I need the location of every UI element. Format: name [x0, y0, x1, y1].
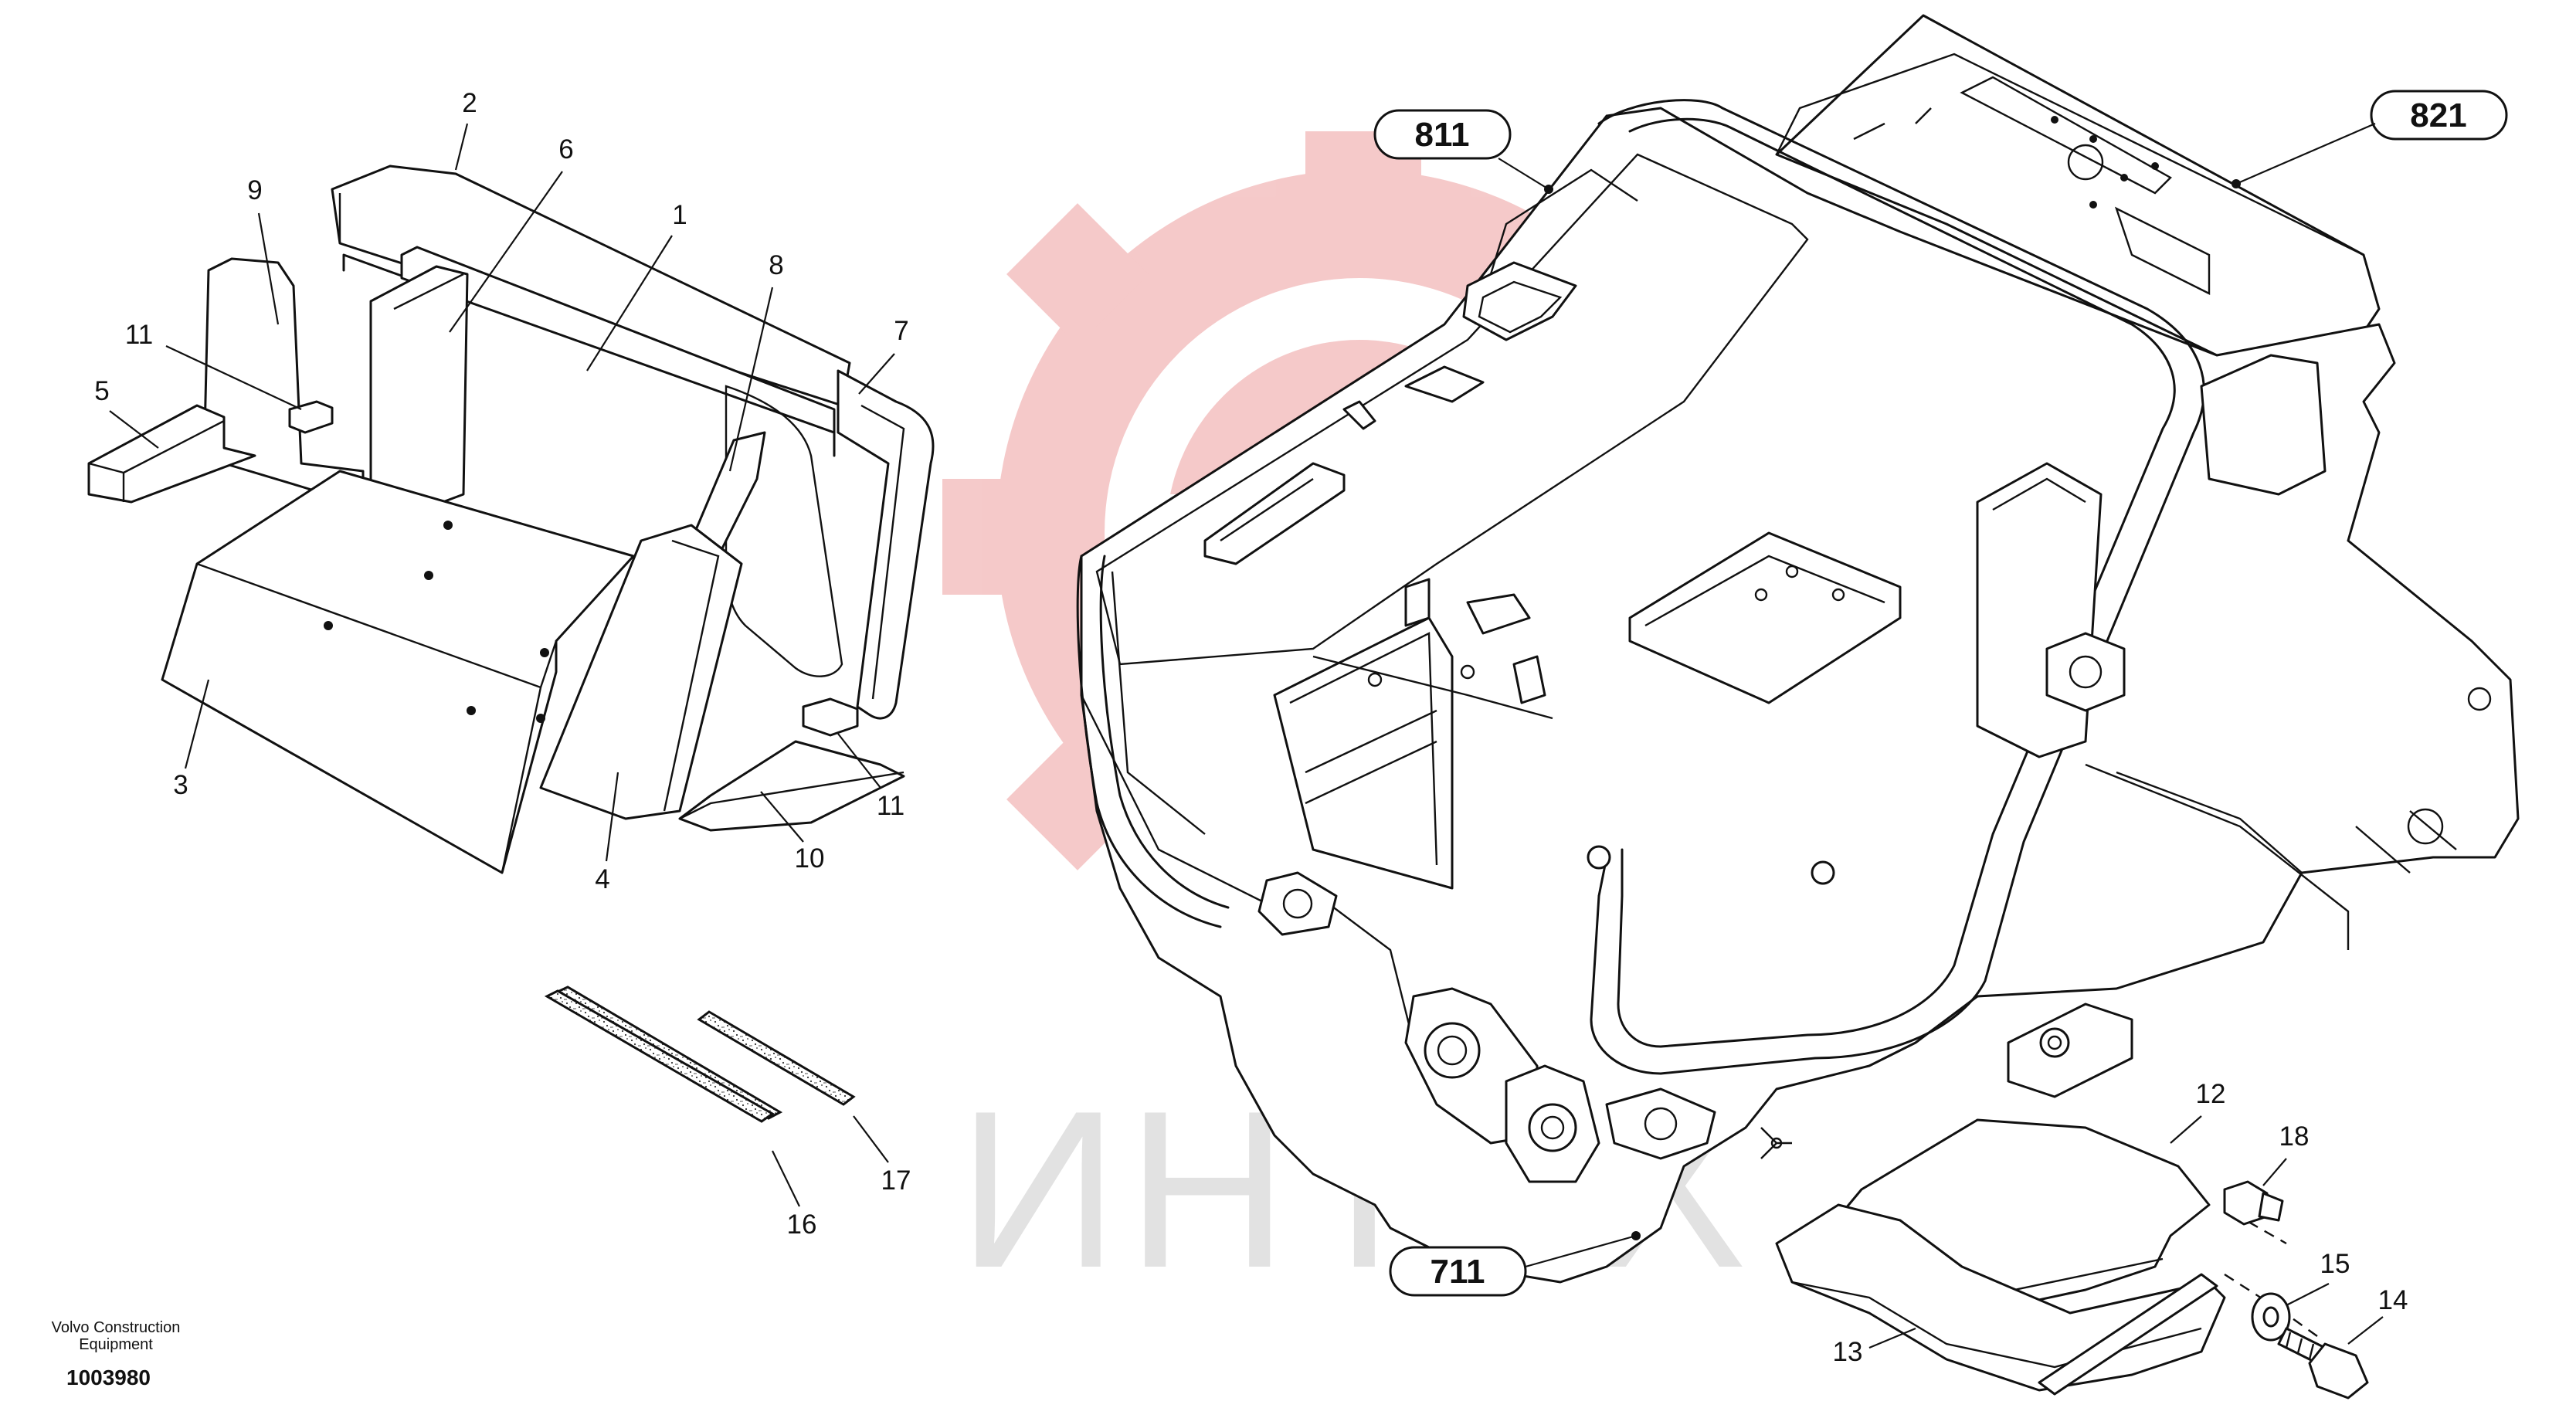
callout-13: 13: [1833, 1337, 1863, 1367]
seal-strip-16b: [544, 989, 775, 1123]
callout-11-left: 11: [125, 320, 153, 350]
left-panel-assembly: [87, 165, 935, 874]
callout-5: 5: [94, 376, 109, 406]
bolt-14: [2277, 1327, 2369, 1400]
callout-14: 14: [2378, 1285, 2408, 1315]
brand-caption: Volvo Construction Equipment: [51, 1319, 181, 1353]
part-callouts: 1 2 3 4 5 6 7 8 9 10 11 11 12 13 14 15 1: [94, 88, 2408, 1367]
callout-1: 1: [672, 200, 687, 230]
svg-text:811: 811: [1415, 116, 1470, 154]
callout-10: 10: [795, 843, 825, 874]
callout-3: 3: [173, 770, 188, 800]
washer-15: [2251, 1292, 2291, 1342]
bolt-18: [2223, 1180, 2284, 1226]
callout-16: 16: [787, 1210, 817, 1240]
callout-7: 7: [894, 316, 908, 346]
callout-11-right: 11: [877, 791, 904, 821]
callout-18: 18: [2279, 1121, 2310, 1152]
callout-15: 15: [2320, 1249, 2350, 1279]
callout-17: 17: [881, 1165, 911, 1196]
svg-text:821: 821: [2410, 97, 2466, 134]
seal-strip-17: [697, 1010, 856, 1106]
section-tag-821: 821: [2232, 90, 2508, 188]
svg-text:711: 711: [1431, 1253, 1485, 1291]
section-tag-811: 811: [1373, 109, 1553, 194]
callout-12: 12: [2196, 1079, 2226, 1109]
section-tag-711: 711: [1389, 1231, 1641, 1297]
callout-8: 8: [769, 250, 783, 280]
callout-6: 6: [558, 134, 573, 165]
callout-4: 4: [595, 864, 609, 894]
callout-9: 9: [247, 175, 262, 205]
callout-2: 2: [462, 88, 477, 118]
drawing-number: 1003980: [66, 1366, 151, 1389]
chassis-frame: [1076, 14, 2520, 1396]
